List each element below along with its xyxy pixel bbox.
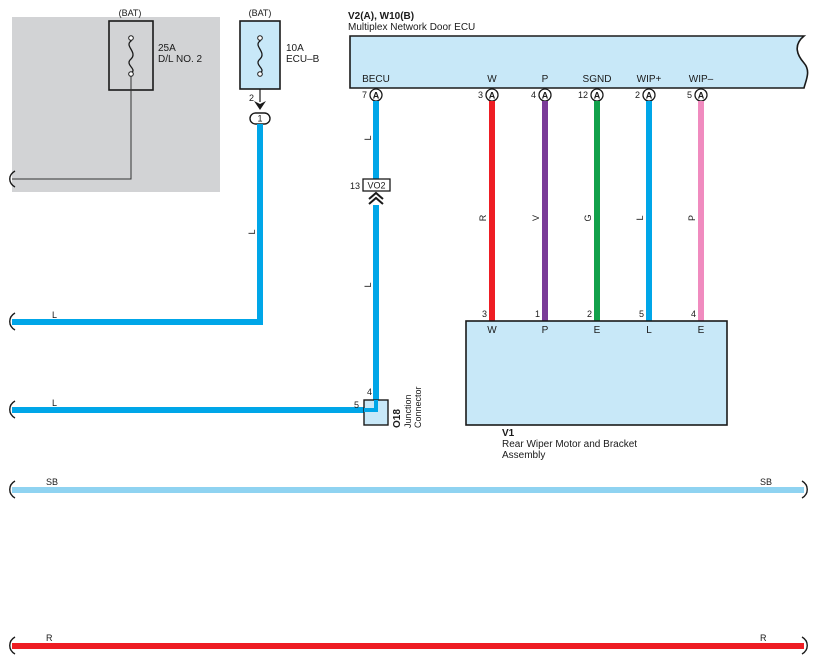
- bus-sb-label-left: SB: [46, 477, 58, 487]
- ecu-name: Multiplex Network Door ECU: [348, 22, 475, 33]
- wire-label-wip_plus: L: [635, 215, 645, 220]
- ecu-pin-label: WIP+: [637, 74, 662, 85]
- motor-pin-label: W: [487, 325, 497, 336]
- connector-letter: A: [698, 90, 705, 100]
- ecu-pin-label: SGND: [583, 74, 612, 85]
- fuse-icon: [257, 36, 263, 75]
- wire-label-left-upper: L: [52, 310, 57, 320]
- motor-pin-number: 5: [639, 309, 644, 319]
- fuse-dl2-source: (BAT): [119, 8, 142, 18]
- wire-label-fuse-drop: L: [247, 229, 257, 234]
- o18-pin-top: 4: [367, 387, 372, 397]
- connector-letter: A: [373, 90, 380, 100]
- wire-label-w: R: [478, 214, 488, 221]
- ecu-pin-number: 7: [362, 90, 367, 100]
- bus-sb-label-right: SB: [760, 477, 772, 487]
- wire-break-icon: [9, 636, 16, 655]
- bus-sb: SB SB: [9, 477, 808, 499]
- wire-break-icon: [9, 312, 16, 331]
- ecu-pin-number: 5: [687, 90, 692, 100]
- ecu-pin-number: 12: [578, 90, 588, 100]
- wire-ecub-l: [12, 124, 263, 325]
- connector-letter: A: [646, 90, 653, 100]
- ecu-pin-label: BECU: [362, 74, 390, 85]
- fuse-ecub-source: (BAT): [249, 8, 272, 18]
- connector-letter: A: [489, 90, 496, 100]
- fuse-icon: [128, 36, 134, 75]
- connector-arrow-icon: [254, 101, 266, 110]
- wire-label-becu-upper: L: [363, 135, 373, 140]
- fuse-dl2-rating: 25A: [158, 43, 176, 54]
- ecu-id: V2(A), W10(B): [348, 11, 414, 22]
- connector-letter: A: [594, 90, 601, 100]
- motor-pin-number: 2: [587, 309, 592, 319]
- fuse-dl2-name: D/L NO. 2: [158, 54, 203, 65]
- junction-connector-o18: 4 5 O18 Junction Connector: [354, 386, 423, 428]
- fuse-ecu-b: (BAT) 10A ECU–B 2 1: [239, 8, 320, 125]
- o18-id: O18: [392, 409, 403, 428]
- o18-name-2: Connector: [413, 386, 423, 428]
- wire-break-icon: [801, 636, 808, 655]
- ecu-pin-number: 4: [531, 90, 536, 100]
- ecu-pin-label: P: [542, 74, 549, 85]
- vo2-pin: 13: [350, 181, 360, 191]
- bus-r-label-right: R: [760, 633, 767, 643]
- wire-dl2: [12, 76, 132, 180]
- wire-label-becu-lower: L: [363, 282, 373, 287]
- motor-name-2: Assembly: [502, 450, 545, 461]
- fuse-ecub-name: ECU–B: [286, 54, 320, 65]
- wire-label-left-lower: L: [52, 398, 57, 408]
- motor-id: V1: [502, 428, 515, 439]
- fuse-ecub-pin: 2: [249, 93, 254, 103]
- motor-pin-number: 4: [691, 309, 696, 319]
- motor-pin-label: L: [646, 325, 652, 336]
- junction-point-number: 1: [257, 114, 262, 124]
- ecu-pin-label: WIP–: [689, 74, 714, 85]
- motor-pin-label: E: [594, 325, 601, 336]
- rear-wiper-motor: V1 Rear Wiper Motor and Bracket Assembly: [465, 320, 728, 461]
- motor-pin-label: E: [698, 325, 705, 336]
- bus-r: R R: [9, 633, 808, 655]
- motor-pin-number: 3: [482, 309, 487, 319]
- vo2-name: VO2: [367, 181, 385, 191]
- wire-label-sgnd: G: [583, 214, 593, 221]
- motor-pin-number: 1: [535, 309, 540, 319]
- wire-break-icon: [9, 170, 16, 188]
- wire-break-icon: [801, 480, 808, 499]
- motor-pin-label: P: [542, 325, 549, 336]
- ecu-pin-label: W: [487, 74, 497, 85]
- connector-letter: A: [542, 90, 549, 100]
- wire-label-wip_minus: P: [687, 215, 697, 221]
- connector-vo2: 13 VO2: [350, 178, 391, 205]
- fuse-ecub-rating: 10A: [286, 43, 304, 54]
- o18-name: Junction: [403, 394, 413, 428]
- ecu-pin-number: 3: [478, 90, 483, 100]
- ecu-pin-number: 2: [635, 90, 640, 100]
- wire-break-icon: [9, 400, 16, 419]
- double-chevron-icon: [368, 191, 384, 205]
- wire-label-p: V: [531, 215, 541, 221]
- ecu-multiplex-door: V2(A), W10(B) Multiplex Network Door ECU: [348, 11, 809, 89]
- o18-pin-left: 5: [354, 400, 359, 410]
- motor-name: Rear Wiper Motor and Bracket: [502, 439, 637, 450]
- wire-break-icon: [9, 480, 16, 499]
- bus-r-label-left: R: [46, 633, 53, 643]
